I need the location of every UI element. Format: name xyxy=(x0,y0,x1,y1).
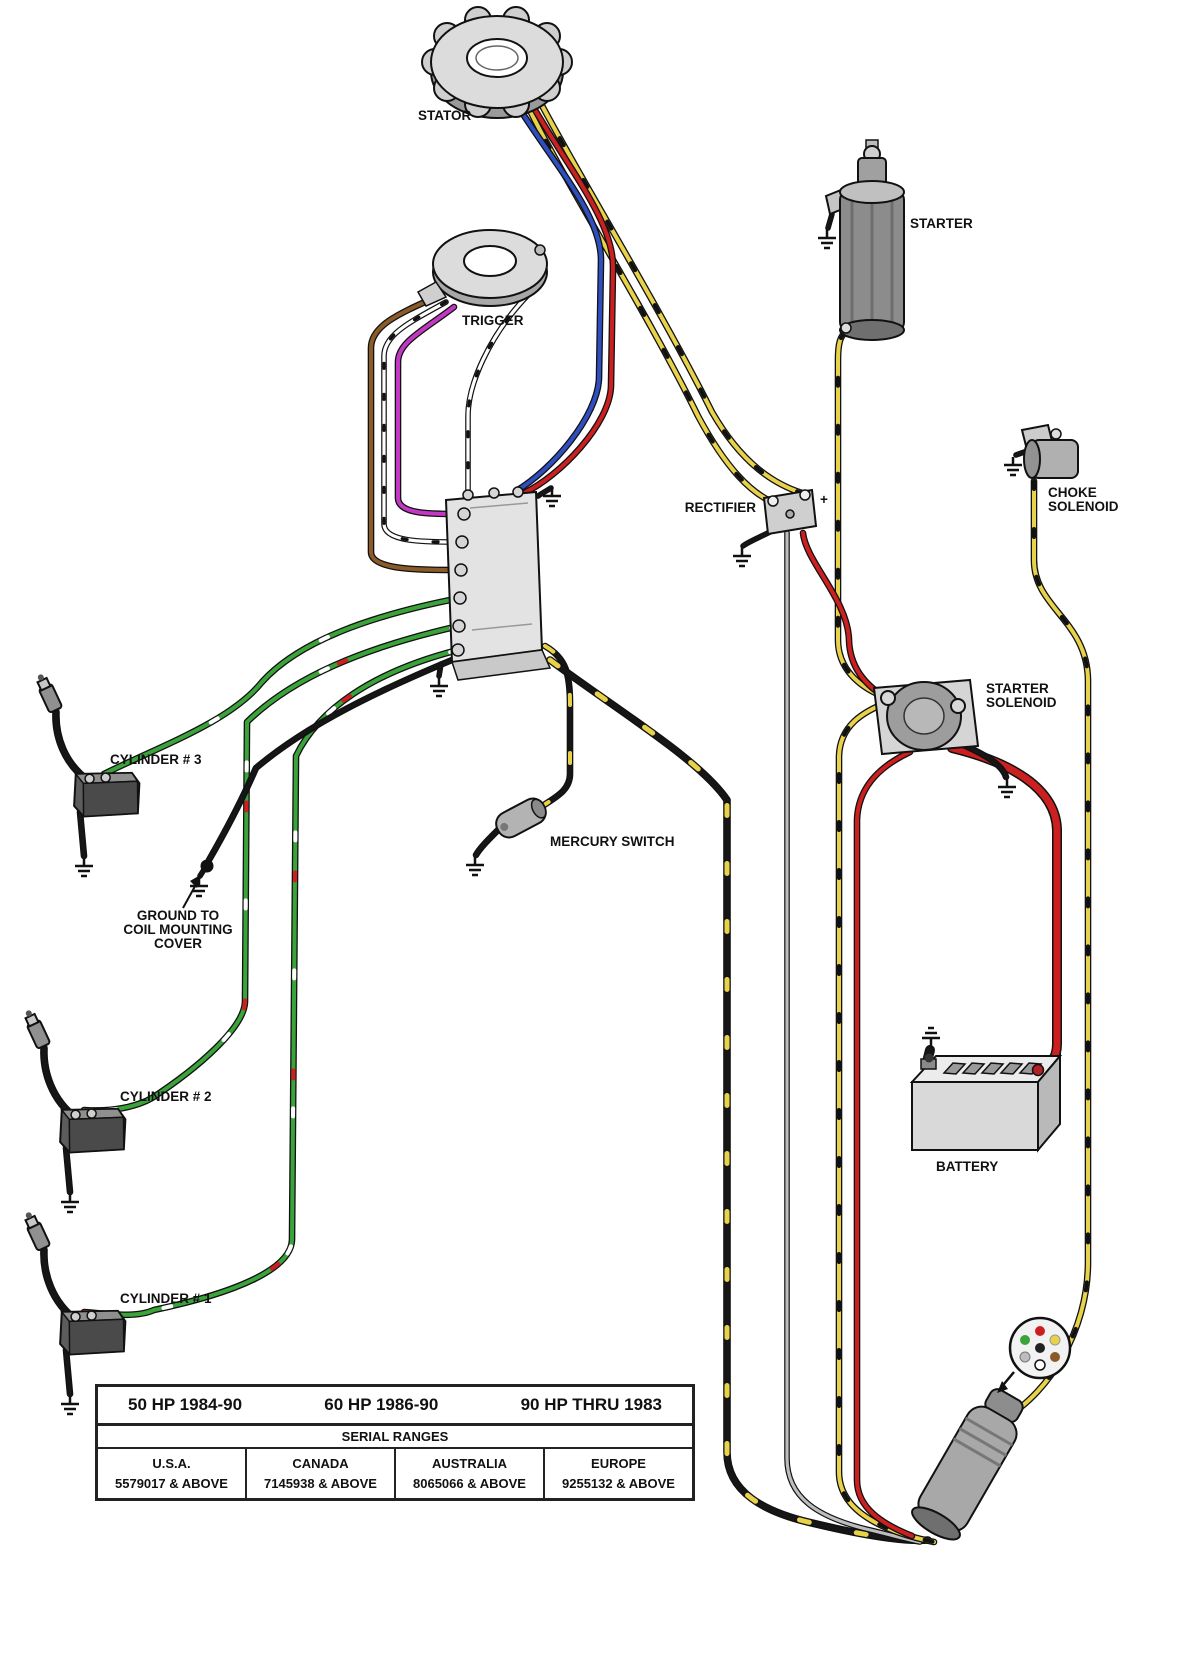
serial-cell-australia: AUSTRALIA 8065066 & ABOVE xyxy=(394,1449,543,1498)
wire-box-ground-bottom xyxy=(439,664,441,676)
serial-ranges-title: SERIAL RANGES xyxy=(98,1426,692,1449)
model-60hp: 60 HP 1986-90 xyxy=(324,1395,439,1414)
wire-starter-ground xyxy=(828,214,832,228)
ground-note-line3: COVER xyxy=(154,936,202,951)
wire-coil2-ground xyxy=(66,1148,70,1192)
choke-solenoid-label-line1: CHOKE xyxy=(1048,485,1097,500)
ground-note-line1: GROUND TO xyxy=(137,908,219,923)
wire-choke-yellow xyxy=(1008,481,1088,1416)
serial-range: 9255132 & ABOVE xyxy=(562,1475,675,1491)
switch-box-component xyxy=(444,486,552,681)
wire-coil3-ground xyxy=(80,812,84,856)
key-switch-component xyxy=(911,1388,1024,1541)
ground-icon xyxy=(428,676,450,698)
serial-cell-europe: EUROPE 9255132 & ABOVE xyxy=(543,1449,692,1498)
starter-solenoid-label-line1: STARTER xyxy=(986,681,1049,696)
starter-component xyxy=(824,139,905,341)
region-name: AUSTRALIA xyxy=(431,1456,508,1471)
starter-solenoid-component xyxy=(872,678,980,756)
region-name: CANADA xyxy=(292,1456,349,1471)
serial-cell-canada: CANADA 7145938 & ABOVE xyxy=(245,1449,394,1498)
wire-mercury-ground xyxy=(476,830,498,855)
trigger-component xyxy=(416,229,548,307)
model-90hp: 90 HP THRU 1983 xyxy=(520,1395,662,1414)
wire-coil1-ground xyxy=(66,1350,70,1394)
choke-solenoid-label-line2: SOLENOID xyxy=(1048,499,1119,514)
mercury-switch-component xyxy=(495,797,547,839)
region-name: EUROPE xyxy=(591,1456,646,1471)
wire-starter-yellow xyxy=(838,332,882,696)
spark-plug-1 xyxy=(20,1208,52,1252)
battery-label: BATTERY xyxy=(936,1159,998,1174)
wire-green-cylinder-2 xyxy=(84,626,459,1110)
starter-solenoid-label-line2: SOLENOID xyxy=(986,695,1057,710)
serial-cell-usa: U.S.A. 5579017 & ABOVE xyxy=(98,1449,245,1498)
region-name: U.S.A. xyxy=(152,1456,191,1471)
wire-trigger-purple xyxy=(398,307,456,514)
rectifier-component xyxy=(762,488,818,536)
choke-solenoid-component xyxy=(1020,423,1079,479)
wire-rectifier-ground xyxy=(743,532,770,546)
spark-plug-2 xyxy=(20,1006,52,1050)
ground-icon xyxy=(731,546,753,568)
stator-label: STATOR xyxy=(418,108,471,123)
stator-component xyxy=(421,6,573,119)
starter-label: STARTER xyxy=(910,216,973,231)
wire-rectifier-gray xyxy=(787,533,920,1542)
ground-icon xyxy=(59,1394,81,1416)
cylinder-3-coil xyxy=(72,769,141,821)
model-row: 50 HP 1984-90 60 HP 1986-90 90 HP THRU 1… xyxy=(98,1387,692,1423)
ground-icon xyxy=(464,855,486,877)
cylinder-2-label: CYLINDER # 2 xyxy=(120,1089,212,1104)
spark-plug-lead-3 xyxy=(56,712,90,782)
spark-plug-3 xyxy=(32,670,64,714)
serial-range: 5579017 & ABOVE xyxy=(115,1475,228,1491)
ground-icon xyxy=(920,1026,942,1048)
serial-range: 7145938 & ABOVE xyxy=(264,1475,377,1491)
mercury-switch-label: MERCURY SWITCH xyxy=(550,834,675,849)
wire-trigger-white xyxy=(384,302,454,542)
serial-ranges-subtable: SERIAL RANGES U.S.A. 5579017 & ABOVE CAN… xyxy=(98,1423,692,1498)
ground-icon xyxy=(59,1192,81,1214)
ground-icon xyxy=(73,856,95,878)
rectifier-polarity-label: + xyxy=(820,492,828,507)
wire-green-cylinder-1 xyxy=(84,650,458,1315)
cylinder-3-label: CYLINDER # 3 xyxy=(110,752,202,767)
key-connector-face xyxy=(997,1316,1072,1393)
model-50hp: 50 HP 1984-90 xyxy=(128,1395,243,1414)
trigger-label: TRIGGER xyxy=(462,313,524,328)
cylinder-2-coil xyxy=(58,1105,127,1157)
ground-note-line2: COIL MOUNTING xyxy=(123,922,232,937)
spec-table: 50 HP 1984-90 60 HP 1986-90 90 HP THRU 1… xyxy=(95,1384,695,1501)
serial-ranges-columns: U.S.A. 5579017 & ABOVE CANADA 7145938 & … xyxy=(98,1449,692,1498)
wire-solenoid-red-to-key xyxy=(857,752,912,1536)
battery-component xyxy=(909,1053,1063,1153)
ground-icon xyxy=(996,777,1018,799)
rectifier-label: RECTIFIER xyxy=(685,500,757,515)
ground-icon xyxy=(1002,455,1024,477)
serial-range: 8065066 & ABOVE xyxy=(413,1475,526,1491)
spark-plug-lead-1 xyxy=(44,1250,76,1320)
ground-dot xyxy=(182,859,214,909)
ground-icon xyxy=(816,228,838,250)
spark-plug-lead-2 xyxy=(44,1048,76,1118)
cylinder-1-coil xyxy=(58,1307,127,1359)
cylinder-1-label: CYLINDER # 1 xyxy=(120,1291,212,1306)
